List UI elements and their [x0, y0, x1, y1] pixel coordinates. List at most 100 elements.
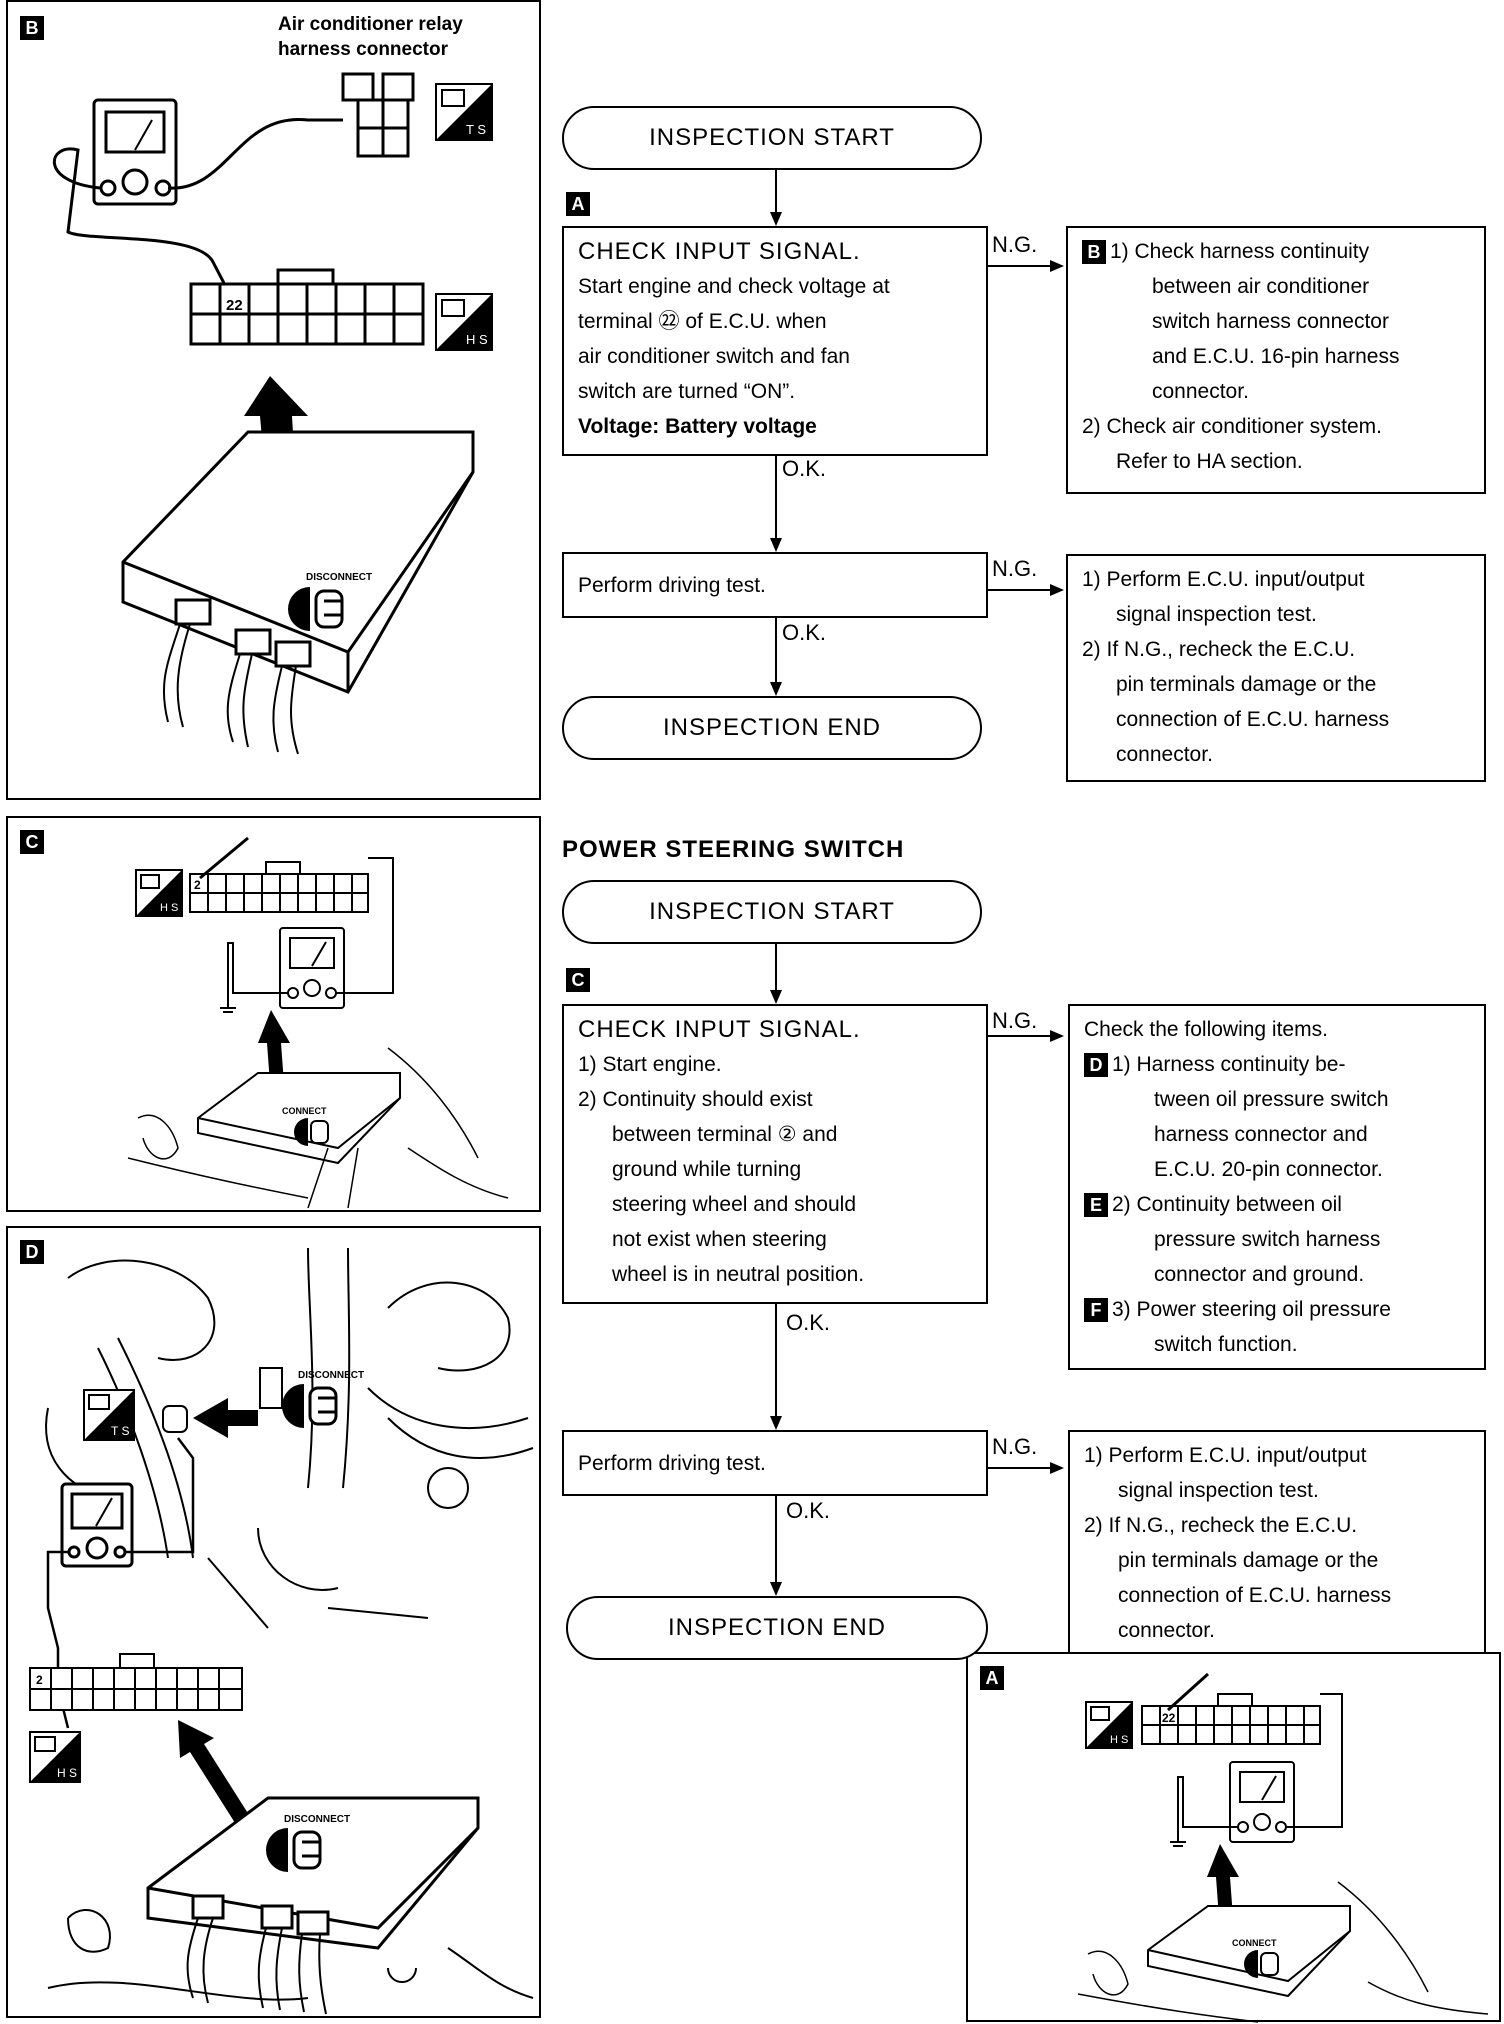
ecu-unit: [1147, 1905, 1351, 1998]
ng-item-line: pin terminals damage or the: [1118, 1549, 1379, 1572]
inspection-end-pill: INSPECTION END: [566, 1596, 988, 1660]
panel-c-illustration: C H S 2: [6, 816, 541, 1212]
svg-text:H S: H S: [160, 902, 178, 914]
ok-label: O.K.: [786, 1498, 831, 1523]
ng-head: Check the following items.: [1084, 1018, 1328, 1041]
harness-wires: [47, 1908, 534, 2015]
panel-a-tag: A: [980, 1666, 1004, 1690]
svg-text:DISCONNECT: DISCONNECT: [298, 1370, 364, 1381]
ng-action-box: 1) Perform E.C.U. input/output signal in…: [1066, 554, 1486, 782]
ng-label: N.G.: [992, 1008, 1038, 1033]
inspection-start-pill: INSPECTION START: [562, 880, 982, 944]
ecu-connector: [1141, 1693, 1321, 1745]
engine-lines: [127, 1047, 509, 1209]
check-line: not exist when steering: [612, 1228, 827, 1251]
disconnect-icon: [266, 1828, 322, 1872]
ng-item-line: connection of E.C.U. harness: [1118, 1584, 1392, 1607]
check-title: CHECK INPUT SIGNAL.: [578, 238, 861, 265]
ground-icon: [1170, 1832, 1186, 1847]
ng-item-line: between air conditioner: [1152, 275, 1370, 298]
check-line: ground while turning: [612, 1158, 802, 1181]
panel-b-illustration: B Air conditioner relay harness connecto…: [6, 0, 541, 800]
ng-item-line: switch harness connector: [1152, 310, 1389, 333]
check-input-signal-box: CHECK INPUT SIGNAL. Start engine and che…: [562, 226, 988, 456]
ref-tag-e: E: [1084, 1193, 1108, 1218]
svg-text:22: 22: [1162, 1711, 1176, 1725]
probe-lead-1: [167, 118, 343, 190]
ng-item-line: signal inspection test.: [1116, 603, 1317, 626]
probe-lead-3: [227, 942, 288, 998]
ng-item-line: and E.C.U. 16-pin harness: [1152, 345, 1400, 368]
ng-item-2: 2) Check air conditioner system.: [1082, 415, 1382, 438]
flow1-tag-a: A: [566, 192, 590, 216]
svg-text:H S: H S: [1110, 1734, 1128, 1746]
ng-label: N.G.: [992, 556, 1038, 581]
ng-item-line: connector.: [1118, 1619, 1215, 1642]
hs-icon: H S: [29, 1731, 81, 1783]
ts-icon: T S: [435, 83, 493, 141]
ng-item-line: signal inspection test.: [1118, 1479, 1319, 1502]
probe-lead-1: [1166, 1672, 1210, 1712]
ng-item-line: connection of E.C.U. harness: [1116, 708, 1390, 731]
ref-tag-f: F: [1084, 1298, 1108, 1323]
inspection-start-pill: INSPECTION START: [562, 106, 982, 170]
svg-text:2: 2: [36, 1673, 43, 1687]
check-step-2: 2) Continuity should exist: [578, 1088, 813, 1111]
ng-item-line: Refer to HA section.: [1116, 450, 1303, 473]
meter-icon: [279, 927, 345, 1009]
engine-lines: [45, 1247, 534, 1629]
svg-text:T S: T S: [466, 122, 486, 137]
check-input-signal-box: CHECK INPUT SIGNAL. 1) Start engine. 2) …: [562, 1004, 988, 1304]
ng-label: N.G.: [992, 1434, 1038, 1459]
driving-test-box: Perform driving test.: [562, 552, 988, 618]
voltage-spec: Voltage: Battery voltage: [578, 415, 817, 438]
hs-icon: H S: [135, 869, 183, 917]
svg-text:H S: H S: [57, 1766, 77, 1780]
disconnect-icon: [288, 587, 344, 631]
ecu-unit: [197, 1072, 401, 1165]
probe-lead-2: [1286, 1693, 1343, 1828]
probe-lead-1: [199, 836, 249, 880]
ecu-connector: [189, 268, 425, 346]
connect-icon: [1244, 1950, 1279, 1978]
ng-item-1: 1) Perform E.C.U. input/output: [1082, 568, 1365, 591]
svg-text:H S: H S: [466, 332, 488, 347]
check-line: wheel is in neutral position.: [612, 1263, 865, 1286]
ng-item-line: pressure switch harness: [1154, 1228, 1381, 1251]
panel-c-drawing: H S 2: [127, 836, 509, 1209]
ng-item-2: 2) If N.G., recheck the E.C.U.: [1084, 1514, 1358, 1537]
ok-label: O.K.: [782, 456, 827, 481]
ts-icon: T S: [83, 1389, 135, 1441]
driving-test-box: Perform driving test.: [562, 1430, 988, 1496]
section-title: POWER STEERING SWITCH: [562, 836, 905, 863]
check-line: steering wheel and should: [612, 1193, 857, 1216]
svg-text:22: 22: [226, 297, 243, 314]
ng-action-box: 1) Perform E.C.U. input/output signal in…: [1068, 1430, 1486, 1654]
check-line: switch are turned “ON”.: [578, 380, 796, 403]
ng-item-line: pin terminals damage or the: [1116, 673, 1377, 696]
hs-icon: H S: [1085, 1701, 1133, 1749]
meter-icon: [92, 98, 178, 206]
check-line: terminal ㉒ of E.C.U. when: [578, 310, 827, 333]
check-title: CHECK INPUT SIGNAL.: [578, 1016, 861, 1043]
ng-item-line: tween oil pressure switch: [1154, 1088, 1389, 1111]
meter-icon: [60, 1482, 134, 1568]
probe-lead-1: [124, 1437, 195, 1554]
ref-tag-b: B: [1082, 240, 1106, 265]
ng-label: N.G.: [992, 232, 1038, 257]
ground-icon: [220, 998, 236, 1013]
probe-lead-2: [53, 147, 228, 288]
ecu-unit: [121, 430, 475, 694]
check-line: air conditioner switch and fan: [578, 345, 850, 368]
svg-text:T S: T S: [111, 1424, 129, 1438]
panel-b-drawing: T S 22 H S: [53, 72, 493, 755]
panel-b-caption: Air conditioner relay harness connector: [278, 14, 463, 60]
ng-item-line: switch function.: [1154, 1333, 1298, 1356]
svg-text:CONNECT: CONNECT: [282, 1106, 327, 1116]
